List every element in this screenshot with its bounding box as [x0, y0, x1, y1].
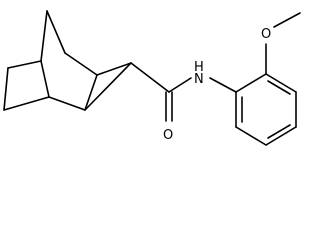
- bond: [40, 60, 50, 98]
- amide-oxygen-label: O: [163, 128, 173, 143]
- chemical-structure: O H N O: [3, 10, 301, 146]
- bond: [235, 126, 267, 146]
- amide-nitrogen-label: N: [194, 72, 204, 87]
- bond: [96, 62, 132, 76]
- benzene-ring: [235, 73, 297, 146]
- bond: [64, 52, 98, 76]
- amide-group: [130, 62, 237, 122]
- bond: [46, 10, 66, 54]
- bond: [3, 67, 9, 111]
- bond: [265, 73, 297, 93]
- bond: [84, 74, 98, 111]
- bond: [273, 12, 301, 28]
- bond: [235, 73, 267, 93]
- bond: [48, 96, 86, 111]
- amide-hydrogen-label: H: [194, 60, 204, 75]
- methoxy-group: [265, 12, 301, 75]
- aromatic-double-bond: [267, 124, 291, 139]
- norbornane-ring: [3, 10, 132, 111]
- bond: [7, 60, 42, 69]
- bond: [209, 77, 237, 93]
- aromatic-double-bond: [267, 80, 291, 95]
- bond: [84, 62, 132, 111]
- ether-oxygen-label: O: [261, 27, 271, 42]
- bond: [168, 77, 192, 93]
- bond: [3, 96, 50, 111]
- bond: [265, 126, 297, 146]
- bond: [130, 62, 170, 93]
- bond: [40, 10, 48, 62]
